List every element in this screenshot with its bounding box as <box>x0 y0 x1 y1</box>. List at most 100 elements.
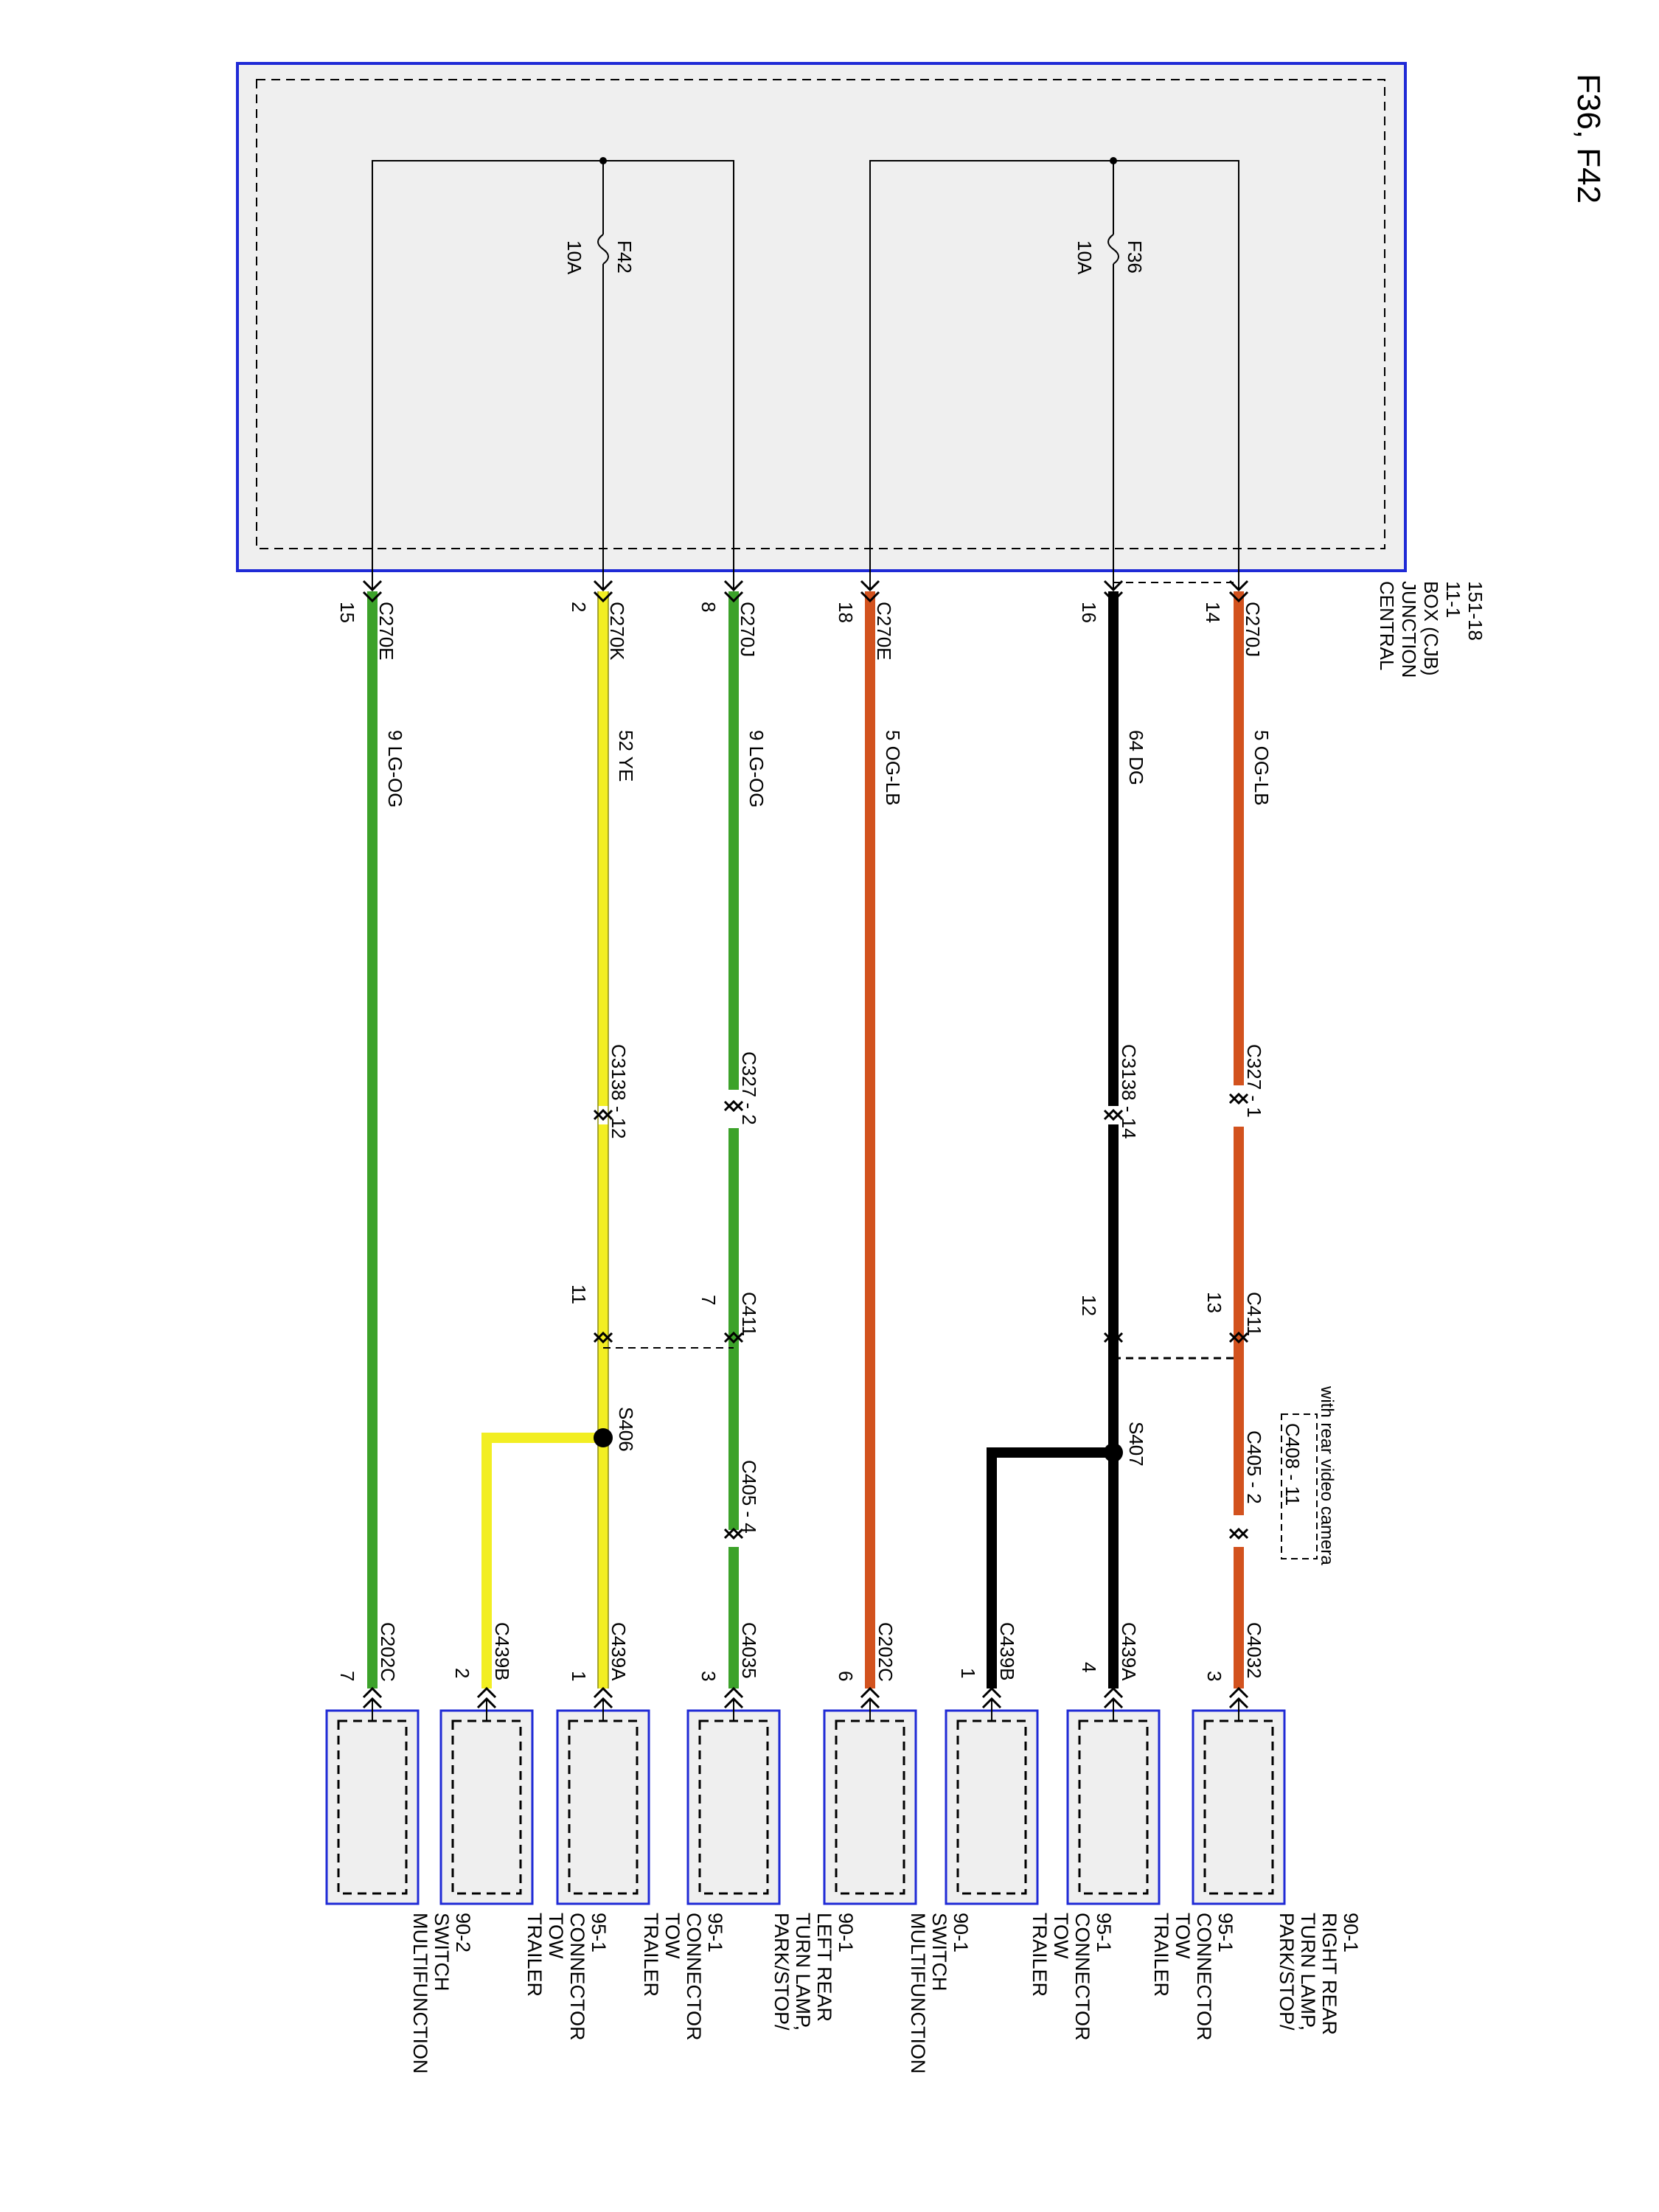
component: TRAILERTOWCONNECTOR95-1 <box>556 1699 726 2041</box>
component-label-line: 90-1 <box>835 1913 857 1952</box>
component-label-line: 90-2 <box>452 1913 474 1952</box>
connector-chevron <box>1228 591 1249 603</box>
component: PARK/STOP/TURN LAMP,LEFT REAR90-1 <box>686 1699 857 2031</box>
connector-chevron <box>860 580 880 592</box>
component-label-line: SWITCH <box>431 1913 453 1991</box>
cjb-internal-wiring <box>372 160 1239 590</box>
wire-label: 9 LG-OG <box>384 730 406 807</box>
connector-chevron <box>723 1099 744 1112</box>
end-pin-label: 6 <box>835 1671 857 1681</box>
f42-node <box>599 157 607 164</box>
cjb-pin-label: 14 <box>1202 602 1224 623</box>
component-label: TRAILERTOWCONNECTOR95-1 <box>640 1913 726 2041</box>
component-label-line: CONNECTOR <box>1071 1913 1093 2041</box>
cjb-label-line: BOX (CJB) <box>1420 581 1442 676</box>
connector-chevron <box>1103 591 1124 603</box>
component: TRAILERTOWCONNECTOR95-1 <box>439 1699 610 2041</box>
component-label-line: PARK/STOP/ <box>1276 1913 1298 2031</box>
end-connector-label: C439A <box>608 1622 630 1681</box>
end-connector-label: C439B <box>491 1622 513 1681</box>
connector-chevron <box>1103 580 1124 592</box>
cjb-label-line: 11-1 <box>1442 581 1464 618</box>
inline-connector-label: C3138 - 14 <box>1118 1044 1140 1139</box>
cjb-pin-label: 18 <box>835 602 857 623</box>
connector-chevron <box>981 1686 1002 1699</box>
component: MULTIFUNCTIONSWITCH90-1 <box>823 1699 972 2073</box>
component: PARK/STOP/TURN LAMP,RIGHT REAR90-1 <box>1192 1699 1362 2035</box>
f36-node <box>1110 157 1117 164</box>
end-connector-label: C202C <box>874 1622 897 1682</box>
component-label-line: LEFT REAR <box>813 1913 835 2022</box>
wire-branch <box>481 1433 603 1688</box>
inline-connector-label: C3138 - 12 <box>608 1044 630 1139</box>
connector-chevron <box>723 1527 744 1540</box>
f42-fuse-symbol <box>597 234 609 265</box>
component-group: PARK/STOP/TURN LAMP,RIGHT REAR90-1 TRAILE… <box>325 1699 1362 2073</box>
inline-connector-label: C408 - 11 <box>1281 1423 1304 1506</box>
component-label: TRAILERTOWCONNECTOR95-1 <box>1029 1913 1115 2041</box>
end-connector-label: C439A <box>1118 1622 1140 1681</box>
fuse-f36-id: F36 <box>1124 240 1146 274</box>
connector-chevron <box>1228 1528 1249 1540</box>
connector-chevron <box>1103 1332 1124 1344</box>
component-label-line: 95-1 <box>704 1913 726 1952</box>
connector-chevron <box>593 580 613 592</box>
splice-s407 <box>1104 1443 1123 1462</box>
component-outline <box>556 1709 650 1905</box>
cjb-pin-label: 16 <box>1078 602 1100 623</box>
component-label-line: 95-1 <box>1093 1913 1115 1952</box>
end-connector-label: C439B <box>996 1622 1018 1681</box>
connector-chevron <box>723 1100 744 1113</box>
end-pin-label: 3 <box>698 1671 720 1681</box>
wire-label: 52 YE <box>615 730 637 782</box>
component-label: TRAILERTOWCONNECTOR95-1 <box>524 1913 610 2041</box>
c411-label: C411 <box>1243 1292 1265 1336</box>
connector-chevron <box>593 1331 613 1343</box>
cjb-inner-dashed <box>256 79 1385 549</box>
c411-pin: 11 <box>568 1284 590 1304</box>
cjb-bus-f36 <box>869 160 1239 590</box>
component-label-line: 95-1 <box>1214 1913 1237 1952</box>
end-pin-label: 2 <box>451 1668 473 1678</box>
end-pin-label: 3 <box>1203 1671 1225 1681</box>
cjb-label-line: CENTRAL <box>1376 581 1398 670</box>
connector-chevron <box>723 1332 744 1344</box>
connector-chevron <box>1228 1092 1249 1105</box>
component-outline <box>325 1709 420 1905</box>
component-outline <box>945 1709 1039 1905</box>
inline-connector-label: C405 - 2 <box>1243 1430 1265 1504</box>
cjb-outline <box>236 62 1407 572</box>
end-pin-label: 4 <box>1078 1662 1100 1672</box>
c411-label: C411 <box>738 1292 760 1336</box>
wire-label: 9 LG-OG <box>745 730 768 807</box>
option-dashed-box <box>1281 1413 1318 1559</box>
component-label-line: 95-1 <box>588 1913 610 1952</box>
connector-chevron <box>593 1332 613 1344</box>
fuse-f42-id: F42 <box>613 240 636 274</box>
connector-chevron <box>723 591 744 603</box>
end-pin-label: 7 <box>336 1671 358 1681</box>
component-label-line: SWITCH <box>928 1913 950 1991</box>
cjb-connector-label: C270J <box>1242 602 1264 657</box>
connector-chevron <box>1228 1686 1249 1699</box>
component-outline <box>1192 1709 1286 1905</box>
cjb-connector-label: C270E <box>375 602 397 661</box>
connector-chevron <box>723 580 744 592</box>
connector-chevron <box>1228 1527 1249 1540</box>
component-label-line: CONNECTOR <box>683 1913 705 2041</box>
end-connector-label: C202C <box>377 1622 399 1682</box>
component-label-line: PARK/STOP/ <box>771 1913 793 2031</box>
component-outline <box>686 1709 781 1905</box>
splice-label: S406 <box>615 1407 637 1452</box>
connector-chevron <box>593 1108 613 1121</box>
component-outline <box>1066 1709 1161 1905</box>
component-label-line: RIGHT REAR <box>1318 1913 1340 2035</box>
cjb-label: CENTRAL JUNCTION BOX (CJB) 11-1 151-18 <box>1376 581 1486 684</box>
connector-chevron <box>1103 1108 1124 1121</box>
option-note: with rear video camera <box>1317 1385 1337 1565</box>
yellow-wire-edges <box>597 591 609 1688</box>
component-label: PARK/STOP/TURN LAMP,RIGHT REAR90-1 <box>1276 1913 1362 2035</box>
end-pin-label: 1 <box>568 1671 590 1681</box>
wire-label: 5 OG-LB <box>1251 730 1273 806</box>
component-label-line: TOW <box>1172 1913 1194 1959</box>
